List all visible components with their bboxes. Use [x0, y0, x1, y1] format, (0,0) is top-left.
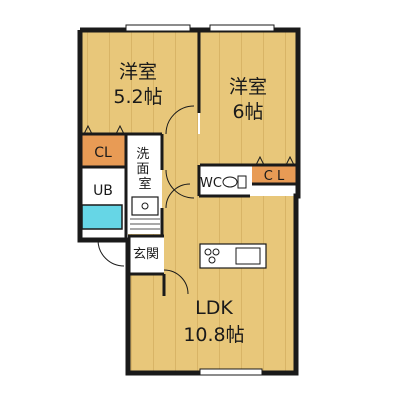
kitchen-sink [235, 247, 261, 265]
closet-1-label: CL [94, 145, 112, 161]
walls [77, 27, 301, 376]
western-room-2-name: 洋室 [229, 76, 267, 98]
toilet-tank [237, 175, 247, 189]
wash-basin [131, 196, 159, 216]
stove-burner-1 [204, 248, 212, 256]
western-room-1-size: 5.2帖 [113, 86, 162, 108]
ldk-size: 10.8帖 [183, 324, 244, 346]
interior-walls [80, 30, 298, 296]
entrance-steps [130, 218, 160, 230]
washroom-label-char-1: 洗 [136, 147, 149, 162]
closet-1-area [80, 134, 126, 166]
washroom-area [128, 134, 162, 234]
washroom-label: 洗 面 室 [136, 147, 153, 192]
western-room-2-size: 6帖 [232, 101, 263, 123]
closet-2-area [252, 166, 296, 184]
closet-shelf-marks [83, 124, 295, 166]
entrance-floor [128, 236, 164, 274]
unit-bath-label: UB [93, 183, 113, 199]
ldk-name: LDK [195, 297, 233, 319]
toilet-label: WC [200, 176, 222, 191]
entrance-label: 玄関 [133, 247, 159, 262]
western-room-2-floor [200, 30, 298, 164]
stove-burner-2 [212, 248, 220, 256]
washroom-label-char-2: 面 [136, 162, 149, 177]
door-swings [97, 105, 195, 295]
western-room-1-floor [80, 30, 198, 134]
basin-drain [141, 202, 149, 210]
stove-burner-3 [208, 256, 216, 264]
washroom-label-char-3: 室 [138, 176, 151, 192]
toilet-bowl [222, 176, 238, 188]
bathtub [81, 204, 123, 230]
western-room-1-name: 洋室 [119, 61, 157, 83]
hall-floor [162, 134, 200, 244]
closet-2-label: C L [264, 169, 285, 184]
windows [125, 24, 275, 376]
